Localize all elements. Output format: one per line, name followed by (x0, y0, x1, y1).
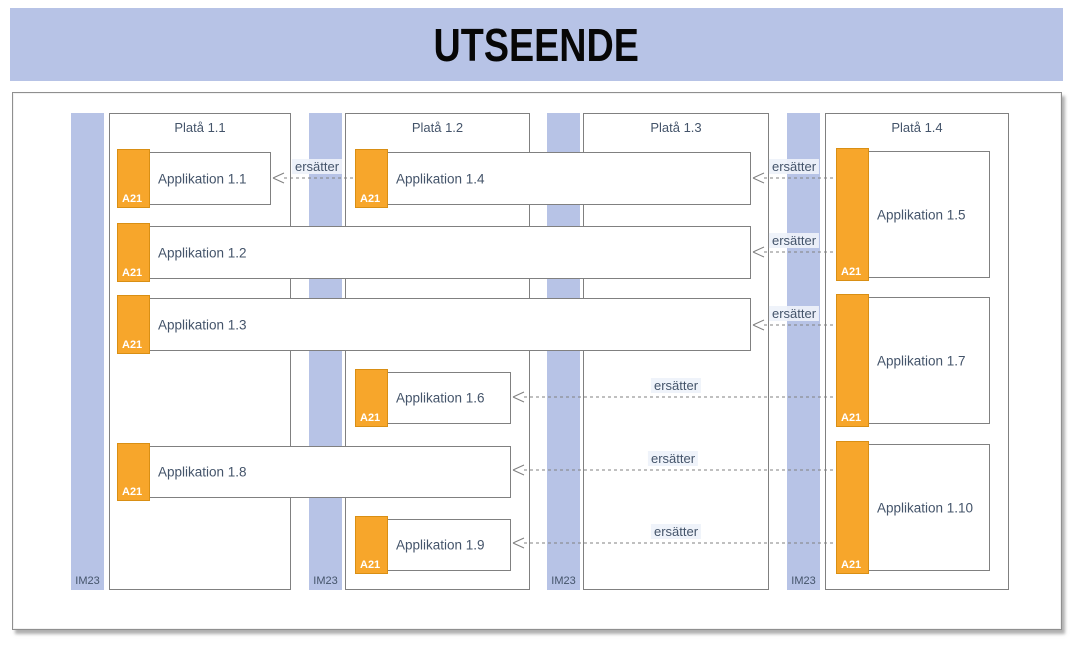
connection-label: ersätter (291, 159, 343, 174)
app-tag: A21 (355, 516, 388, 574)
platform-bar-2: IM23 (309, 113, 342, 590)
connection-label: ersätter (768, 159, 820, 174)
connection-label: ersätter (650, 524, 702, 539)
ersaetter-arrow-2 (752, 172, 836, 184)
open-arrowhead-icon (512, 391, 525, 403)
app-tag: A21 (355, 149, 388, 208)
connection-label: ersätter (768, 233, 820, 248)
app-tag: A21 (117, 223, 150, 282)
app-tag-label: A21 (360, 412, 381, 424)
platform-label: Platå 1.1 (174, 120, 226, 135)
app-tag-label: A21 (841, 559, 862, 571)
app-tag: A21 (117, 443, 150, 501)
app-label: Applikation 1.6 (396, 390, 485, 406)
app-tag: A21 (836, 148, 869, 281)
open-arrowhead-icon (752, 246, 765, 258)
app-label: Applikation 1.4 (396, 171, 485, 186)
app-tag: A21 (117, 149, 150, 208)
ersaetter-arrow-6 (512, 464, 836, 476)
app-label: Applikation 1.5 (877, 207, 966, 222)
app-applikation-1-1: A21 Applikation 1.1 (117, 149, 271, 208)
bar-label: IM23 (313, 575, 338, 587)
app-tag-label: A21 (122, 339, 143, 351)
app-applikation-1-9: A21 Applikation 1.9 (355, 516, 511, 574)
app-applikation-1-10: A21 Applikation 1.10 (836, 441, 990, 574)
app-tag: A21 (117, 295, 150, 354)
app-tag-label: A21 (360, 559, 381, 571)
app-tag-label: A21 (841, 266, 862, 278)
app-tag-label: A21 (841, 412, 862, 424)
open-arrowhead-icon (752, 172, 765, 184)
app-applikation-1-2: A21 Applikation 1.2 (117, 223, 751, 282)
ersaetter-arrow-7 (512, 537, 836, 549)
app-tag: A21 (836, 294, 869, 427)
connection-label: ersätter (647, 451, 699, 466)
app-tag: A21 (836, 441, 869, 574)
platform-bar-1: IM23 (71, 113, 104, 590)
app-applikation-1-8: A21 Applikation 1.8 (117, 443, 511, 501)
open-arrowhead-icon (512, 464, 525, 476)
app-tag-label: A21 (122, 267, 143, 279)
bar-label: IM23 (791, 575, 816, 587)
connection-label: ersätter (768, 306, 820, 321)
open-arrowhead-icon (512, 537, 525, 549)
app-label: Applikation 1.8 (158, 464, 247, 480)
connection-label: ersätter (650, 378, 702, 393)
app-applikation-1-7: A21 Applikation 1.7 (836, 294, 990, 427)
title-banner: UTSEENDE (10, 8, 1063, 81)
app-label: Applikation 1.2 (158, 245, 247, 260)
app-label: Applikation 1.9 (396, 537, 485, 553)
ersaetter-arrow-1 (272, 172, 355, 184)
open-arrowhead-icon (752, 319, 765, 331)
app-label: Applikation 1.3 (158, 317, 247, 332)
platform-label: Platå 1.2 (411, 120, 464, 135)
app-applikation-1-3: A21 Applikation 1.3 (117, 295, 751, 354)
app-label: Applikation 1.7 (877, 353, 966, 368)
app-applikation-1-4: A21 Applikation 1.4 (355, 149, 751, 208)
app-applikation-1-5: A21 Applikation 1.5 (836, 148, 990, 281)
bar-label: IM23 (551, 575, 576, 587)
ersaetter-arrow-4 (752, 319, 836, 331)
bar-label: IM23 (75, 575, 100, 587)
app-label: Applikation 1.1 (158, 171, 247, 186)
app-applikation-1-6: A21 Applikation 1.6 (355, 369, 511, 427)
platform-bar-4: IM23 (787, 113, 820, 590)
app-tag-label: A21 (122, 193, 143, 205)
ersaetter-arrow-3 (752, 246, 836, 258)
open-arrowhead-icon (272, 172, 285, 184)
page-title: UTSEENDE (433, 18, 640, 71)
app-tag-label: A21 (360, 193, 381, 205)
app-tag-label: A21 (122, 486, 143, 498)
ersaetter-arrow-5 (512, 391, 836, 403)
platform-label: Platå 1.4 (891, 120, 943, 135)
app-label: Applikation 1.10 (877, 500, 974, 515)
platform-label: Platå 1.3 (650, 120, 702, 135)
app-tag: A21 (355, 369, 388, 427)
